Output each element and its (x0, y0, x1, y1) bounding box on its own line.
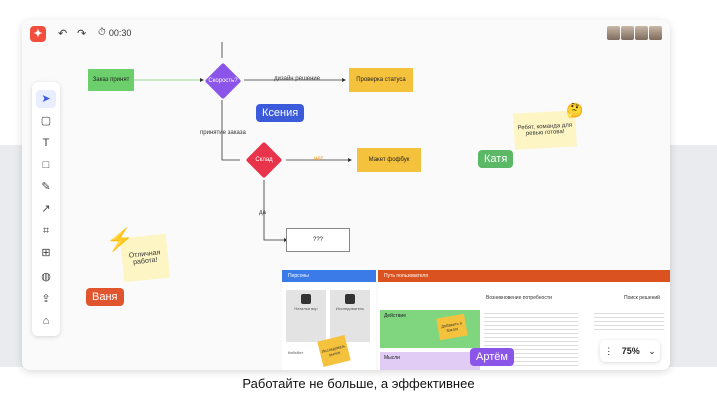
flow-node-order-received[interactable]: Заказ принят (88, 69, 134, 91)
edge-label-yes: да (259, 210, 266, 216)
undo-icon[interactable]: ↶ (58, 28, 68, 40)
panel-title: Путь пользователя (378, 270, 670, 282)
cursor-ksenia: Ксения (256, 104, 305, 122)
zoom-options-icon[interactable]: ⋮ (604, 345, 614, 356)
user-icon (345, 294, 355, 304)
persona-card[interactable]: Исследователь (330, 290, 370, 342)
whiteboard-window: ✦ ↶ ↷ ⏱ 00:30 ➤ ▢ T □ ✎ ↗ ⌗ ⊞ ◍ ⇪ ⌂ (22, 20, 670, 370)
connector-tool-icon[interactable]: ↗ (41, 203, 51, 215)
text-tool-icon[interactable]: T (42, 137, 50, 149)
flow-node-make-fofbook[interactable]: Макет фофбук (357, 148, 421, 172)
journey-row-label: Мысли (384, 355, 400, 361)
timer[interactable]: ⏱ 00:30 (98, 27, 131, 38)
flow-decision-urgency[interactable]: Скорость? (204, 62, 242, 100)
avatar[interactable] (621, 26, 634, 40)
collaborators (607, 26, 662, 40)
select-tool-icon[interactable]: ➤ (36, 90, 56, 108)
page-caption: Работайте не больше, а эффективнее (242, 376, 475, 391)
thinking-emoji-icon: 🤔 (566, 102, 584, 118)
persona-name: Кейсбит (288, 350, 304, 355)
top-bar: ✦ ↶ ↷ ⏱ 00:30 (22, 20, 670, 48)
mindmap-tool-icon[interactable]: ◍ (41, 271, 51, 283)
journey-column-header: Возникновение потребности (486, 295, 552, 301)
user-icon (301, 294, 311, 304)
table-tool-icon[interactable]: ⊞ (41, 247, 51, 259)
decision-label: Склад (255, 157, 273, 163)
edge-label-design: дизайн решение (274, 76, 321, 82)
flow-decision-warehouse[interactable]: Склад (244, 140, 284, 180)
sticky-note-tool-icon[interactable]: ▢ (40, 115, 52, 127)
edge-label-no: нет (314, 156, 324, 162)
flow-node-check-status[interactable]: Проверка статуса (349, 68, 413, 92)
flow-connectors (134, 42, 352, 242)
timer-value: 00:30 (108, 27, 132, 38)
edge-label-accept: принятие заказа (200, 130, 246, 136)
avatar[interactable] (635, 26, 648, 40)
journey-row[interactable]: Мысли (380, 352, 480, 370)
timer-icon: ⏱ (98, 27, 106, 38)
sticky-note-small[interactable]: Исследовать рынок (317, 334, 351, 368)
user-journey-panel[interactable]: Путь пользователя Возникновение потребно… (378, 270, 670, 370)
zoom-control: ⋮ 75% ⌄ (600, 340, 660, 362)
lightning-icon: ⚡ (106, 227, 134, 252)
flow-node-placeholder[interactable]: ??? (286, 228, 350, 252)
personas-panel[interactable]: Персоны Наталья вор Исследователь Кейсби… (282, 270, 376, 370)
app-logo[interactable]: ✦ (30, 26, 46, 42)
chevron-down-icon[interactable]: ⌄ (648, 345, 656, 356)
zoom-level[interactable]: 75% (621, 346, 640, 356)
redo-icon[interactable]: ↷ (77, 28, 87, 40)
avatar[interactable] (607, 26, 620, 40)
cursor-artyom: Артём (470, 348, 514, 366)
journey-cell-text (594, 310, 664, 330)
journey-row-label: Действие (384, 313, 406, 319)
persona-card[interactable]: Наталья вор (286, 290, 326, 342)
cursor-katya: Катя (478, 150, 514, 168)
pen-tool-icon[interactable]: ✎ (41, 181, 51, 193)
avatar[interactable] (649, 26, 662, 40)
journey-column-header: Поиск решений (624, 295, 660, 301)
upload-tool-icon[interactable]: ⇪ (41, 293, 51, 305)
cursor-vanya: Ваня (86, 288, 124, 306)
decision-label: Скорость? (208, 78, 238, 84)
shape-tool-icon[interactable]: □ (42, 159, 50, 171)
persona-name: Исследователь (335, 306, 365, 311)
panel-title: Персоны (282, 270, 376, 282)
left-toolbar: ➤ ▢ T □ ✎ ↗ ⌗ ⊞ ◍ ⇪ ⌂ (32, 82, 60, 336)
frame-tool-icon[interactable]: ⌗ (42, 225, 50, 237)
persona-name: Наталья вор (294, 306, 318, 311)
templates-tool-icon[interactable]: ⌂ (42, 315, 50, 327)
